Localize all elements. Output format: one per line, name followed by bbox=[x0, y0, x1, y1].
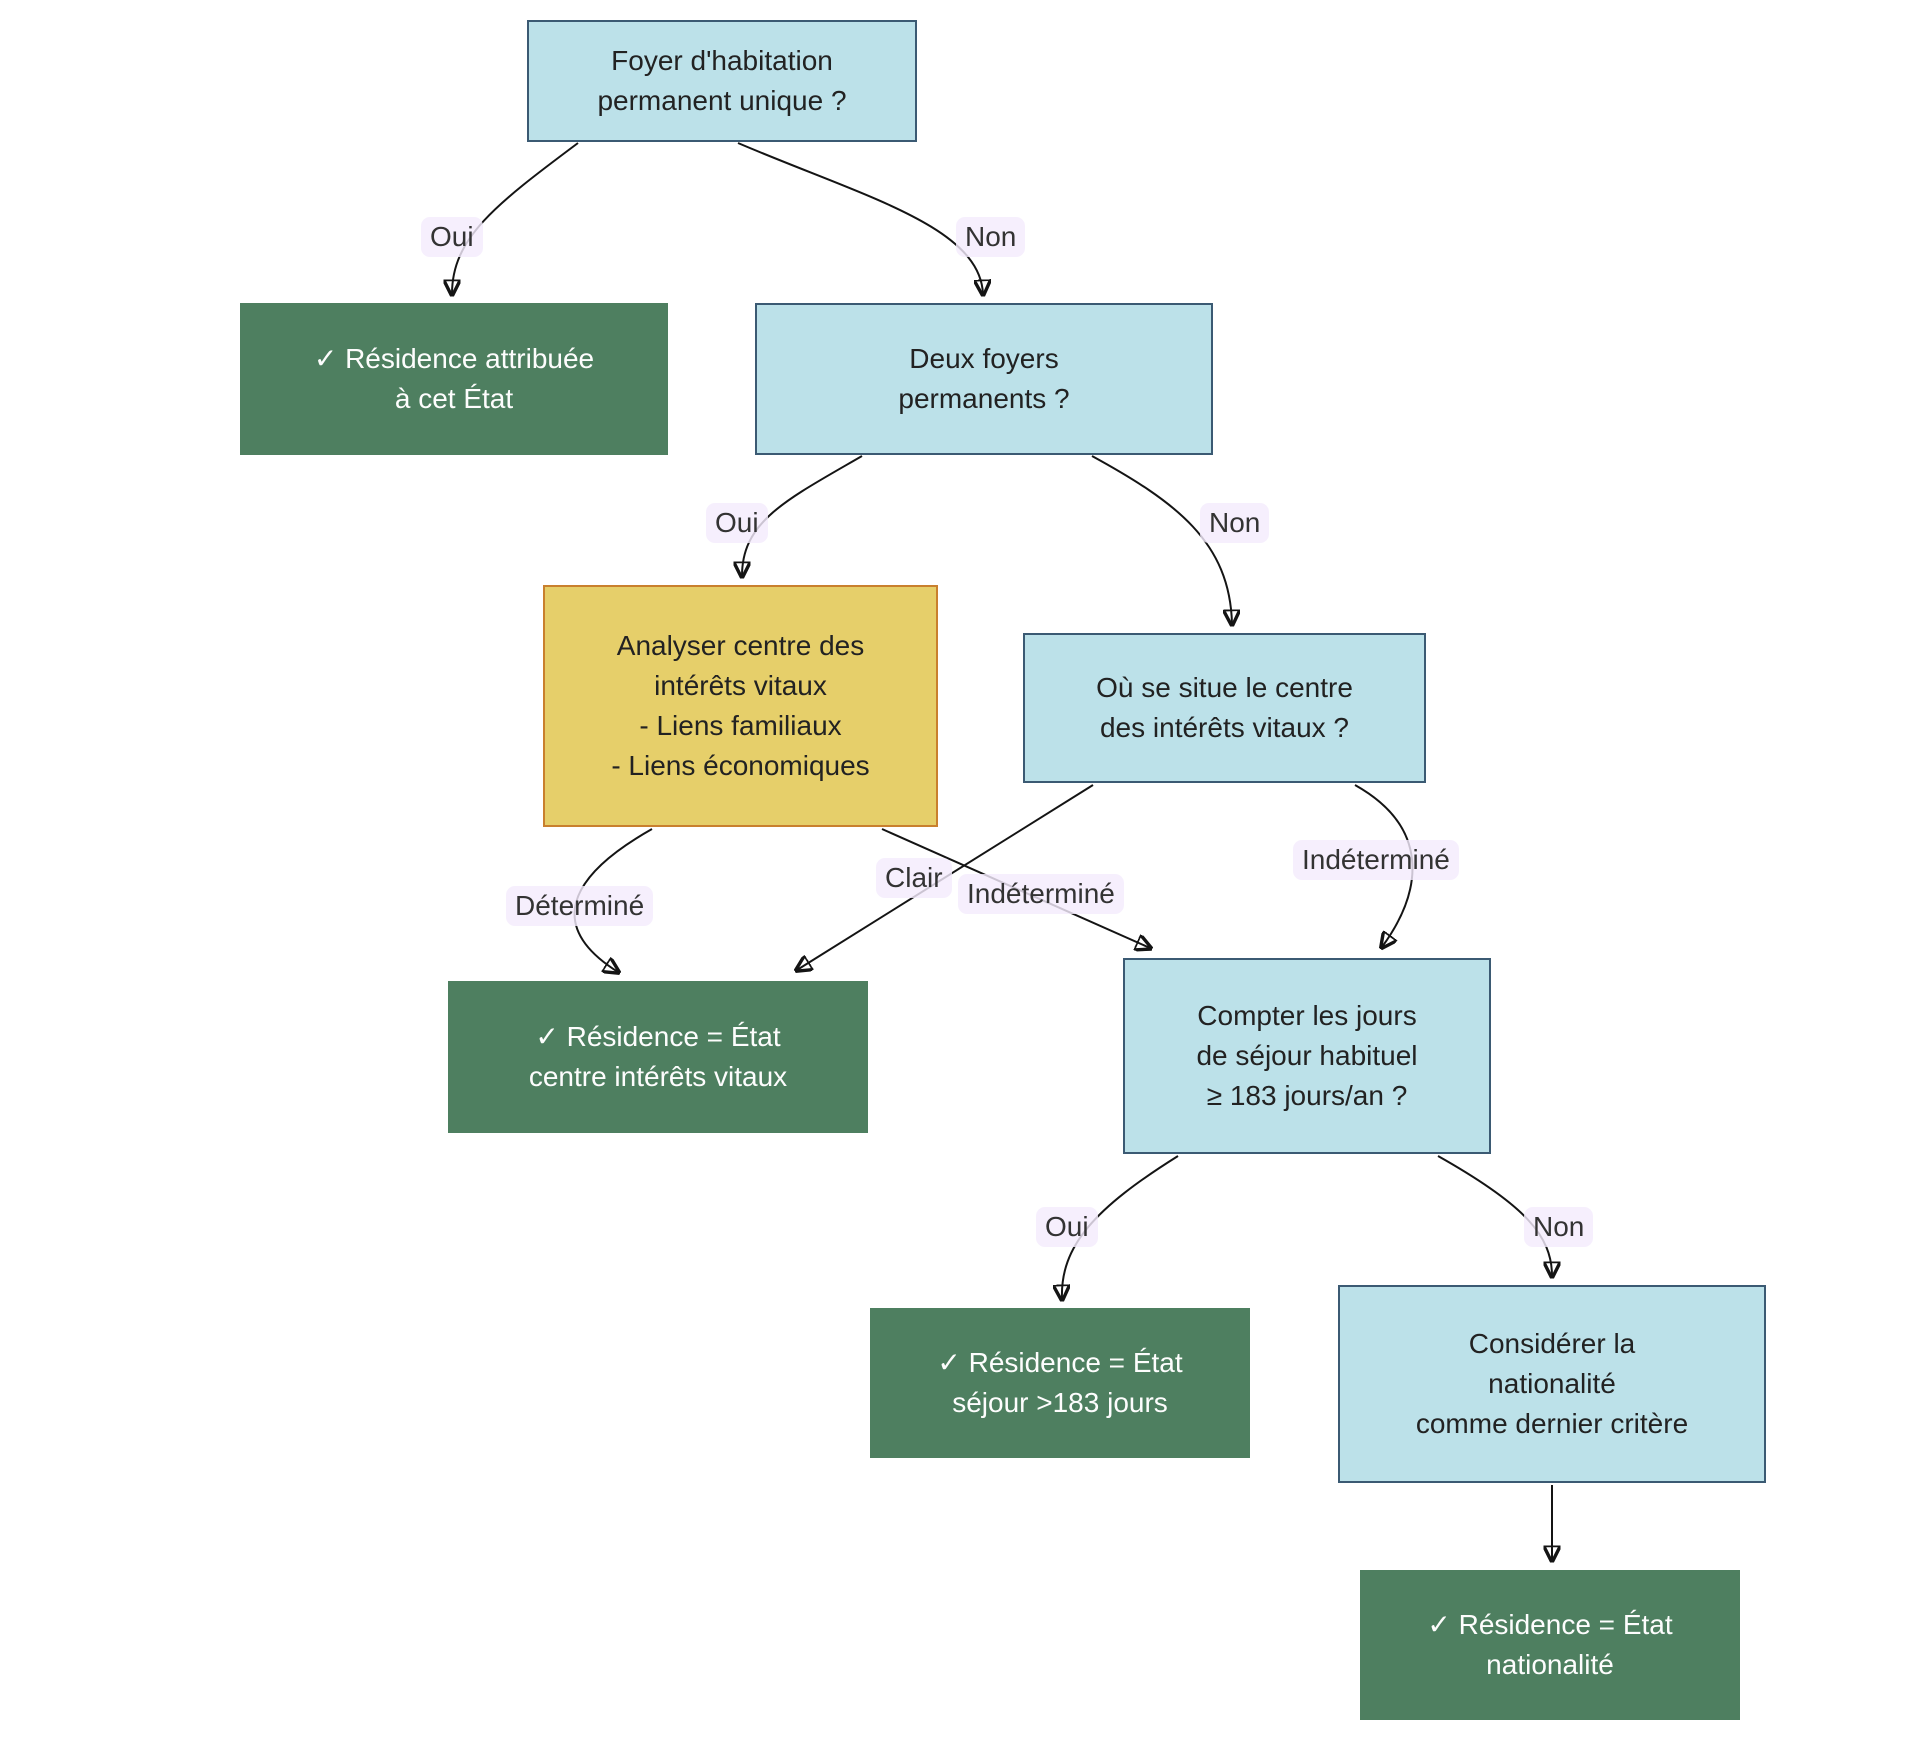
node-foyer-habitation-unique: Foyer d'habitation permanent unique ? bbox=[527, 20, 917, 142]
node-text: - Liens économiques bbox=[611, 750, 870, 781]
node-residence-centre-interets: ✓ Résidence = État centre intérêts vitau… bbox=[448, 981, 868, 1133]
node-text: séjour >183 jours bbox=[952, 1387, 1168, 1418]
node-text: ✓ Résidence = État bbox=[937, 1347, 1183, 1378]
node-text: Foyer d'habitation bbox=[611, 45, 833, 76]
node-considerer-nationalite: Considérer la nationalité comme dernier … bbox=[1338, 1285, 1766, 1483]
edge-label-non-2: Non bbox=[1200, 503, 1270, 543]
node-residence-sejour-183: ✓ Résidence = État séjour >183 jours bbox=[870, 1308, 1250, 1458]
node-text: ≥ 183 jours/an ? bbox=[1206, 1080, 1408, 1111]
node-text: à cet État bbox=[394, 383, 514, 414]
edge-label-determine: Déterminé bbox=[506, 886, 654, 926]
node-text: Deux foyers bbox=[909, 343, 1059, 374]
node-text: intérêts vitaux bbox=[654, 670, 827, 701]
node-text: permanent unique ? bbox=[597, 85, 847, 116]
node-text: Où se situe le centre bbox=[1096, 672, 1353, 703]
node-text: comme dernier critère bbox=[1415, 1408, 1689, 1439]
node-text: ✓ Résidence attribuée bbox=[313, 343, 595, 374]
node-text: nationalité bbox=[1488, 1368, 1616, 1399]
edge-label-oui-3: Oui bbox=[1036, 1207, 1098, 1247]
edge-label-non-3: Non bbox=[1524, 1207, 1594, 1247]
edge-label-indetermine-1: Indéterminé bbox=[958, 874, 1124, 914]
edge-a-non-c bbox=[737, 142, 983, 294]
edge-c-non-e bbox=[1091, 455, 1232, 624]
node-text: - Liens familiaux bbox=[639, 710, 842, 741]
edge-label-oui-2: Oui bbox=[706, 503, 768, 543]
node-text: ✓ Résidence = État bbox=[1427, 1609, 1673, 1640]
node-compter-jours: Compter les jours de séjour habituel ≥ 1… bbox=[1123, 958, 1491, 1154]
node-text: centre intérêts vitaux bbox=[528, 1061, 788, 1092]
edge-c-oui-d bbox=[742, 455, 863, 576]
edge-a-oui-b bbox=[452, 142, 579, 294]
node-text: permanents ? bbox=[898, 383, 1070, 414]
edge-label-non-1: Non bbox=[956, 217, 1026, 257]
node-ou-centre-interets: Où se situe le centre des intérêts vitau… bbox=[1023, 633, 1426, 783]
node-analyser-interets-vitaux: Analyser centre des intérêts vitaux - Li… bbox=[543, 585, 938, 827]
node-text: nationalité bbox=[1486, 1649, 1614, 1680]
edge-label-clair: Clair bbox=[876, 858, 952, 898]
node-text: ✓ Résidence = État bbox=[535, 1021, 781, 1052]
edge-label-oui-1: Oui bbox=[421, 217, 483, 257]
node-deux-foyers: Deux foyers permanents ? bbox=[755, 303, 1213, 455]
node-text: Analyser centre des bbox=[616, 630, 865, 661]
node-residence-nationalite: ✓ Résidence = État nationalité bbox=[1360, 1570, 1740, 1720]
node-residence-cet-etat: ✓ Résidence attribuée à cet État bbox=[240, 303, 668, 455]
node-text: de séjour habituel bbox=[1196, 1040, 1418, 1071]
node-text: Considérer la bbox=[1468, 1328, 1636, 1359]
node-text: Compter les jours bbox=[1197, 1000, 1417, 1031]
edge-label-indetermine-2: Indéterminé bbox=[1293, 840, 1459, 880]
node-text: des intérêts vitaux ? bbox=[1099, 712, 1350, 743]
